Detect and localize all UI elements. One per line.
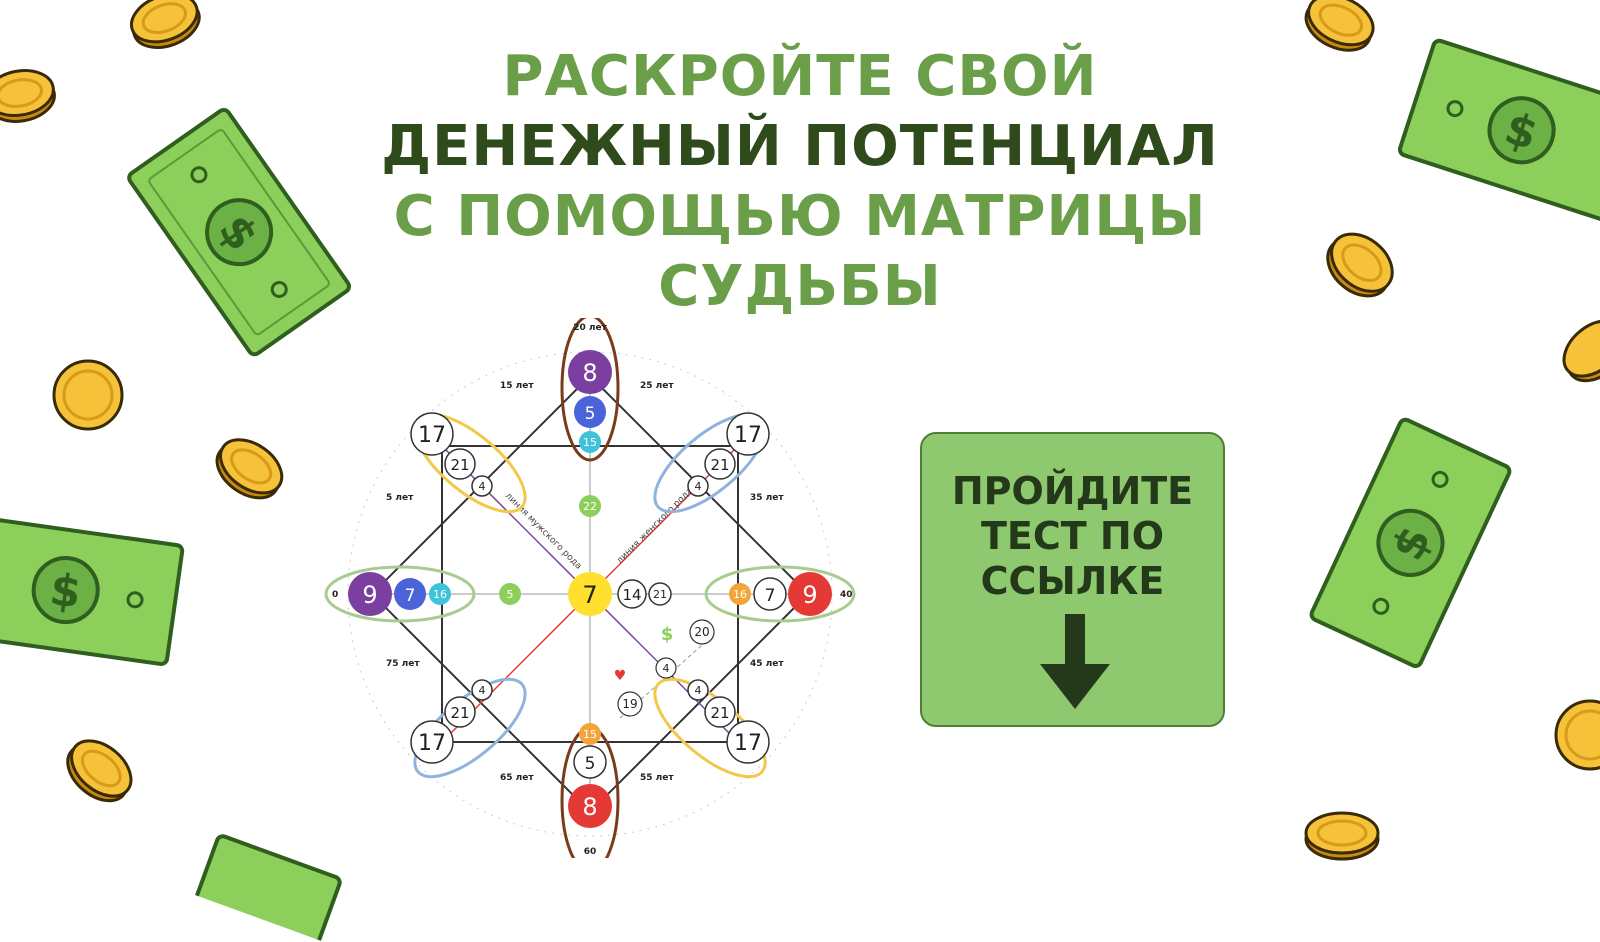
bottom-node-3: 15	[583, 728, 597, 741]
age-label-top: 20 лет	[573, 323, 607, 333]
title-line-2: ДЕНЕЖНЫЙ ПОТЕНЦИАЛ	[381, 114, 1219, 179]
corner-mid-value: 21	[450, 456, 469, 474]
coin-icon	[1326, 232, 1394, 298]
corner-mid-value: 21	[450, 704, 469, 722]
right-node-3: 16	[733, 588, 747, 601]
male-line-label: линия мужского рода	[503, 491, 583, 571]
corner-small-value: 4	[695, 480, 702, 493]
cta-line-1: ПРОЙДИТЕ	[951, 469, 1194, 513]
left-node-3: 16	[433, 588, 447, 601]
coin-icon	[1304, 811, 1380, 861]
corner-small-value: 4	[695, 684, 702, 697]
age-label-75: 75 лет	[386, 659, 420, 669]
corner-top-left: 17 21 4	[410, 412, 493, 497]
age-label-5: 5 лет	[386, 493, 414, 503]
coin-icon	[66, 739, 133, 803]
corner-bottom-left: 17 21 4	[410, 679, 493, 764]
corner-mid-value: 21	[710, 456, 729, 474]
center-node: 7	[582, 581, 597, 609]
age-label-right: 40	[840, 590, 853, 600]
right-node-1: 9	[802, 581, 817, 609]
inner-top-node: 22	[583, 500, 597, 513]
page-title: РАСКРОЙТЕ СВОЙ ДЕНЕЖНЫЙ ПОТЕНЦИАЛ С ПОМО…	[300, 42, 1300, 322]
corner-small-value: 4	[479, 480, 486, 493]
center-right-node-2: 21	[653, 588, 667, 601]
age-label-bottom: 60	[584, 847, 597, 857]
corner-small-value: 4	[479, 684, 486, 697]
cta-line-2: ТЕСТ ПО	[980, 514, 1165, 558]
banknote-icon: $	[1397, 38, 1600, 222]
corner-big-value: 17	[734, 423, 762, 448]
age-label-65: 65 лет	[500, 773, 534, 783]
diag-node-1: 20	[694, 625, 709, 639]
coin-icon	[52, 359, 124, 431]
take-test-button[interactable]: ПРОЙДИТЕ ТЕСТ ПО ССЫЛКЕ	[920, 432, 1225, 727]
coin-icon	[1562, 319, 1600, 383]
age-label-left: 0	[332, 590, 338, 600]
center-right-node-1: 14	[622, 586, 641, 604]
title-line-1: РАСКРОЙТЕ СВОЙ	[502, 44, 1098, 109]
title-line-4: СУДЬБЫ	[658, 254, 942, 319]
coin-icon	[1304, 0, 1375, 52]
top-node-1: 8	[582, 359, 597, 387]
banknote-icon: $	[127, 107, 351, 357]
diag-node-3: 19	[622, 697, 637, 711]
corner-big-value: 17	[734, 731, 762, 756]
bottom-node-1: 8	[582, 793, 597, 821]
arrow-down-icon	[1040, 614, 1110, 709]
title-line-3: С ПОМОЩЬЮ МАТРИЦЫ	[393, 184, 1207, 249]
age-label-15: 15 лет	[500, 381, 534, 391]
corner-mid-value: 21	[710, 704, 729, 722]
age-label-55: 55 лет	[640, 773, 674, 783]
banknote-icon: $	[1309, 417, 1512, 668]
age-label-45: 45 лет	[750, 659, 784, 669]
coin-icon	[129, 0, 201, 49]
cta-text: ПРОЙДИТЕ ТЕСТ ПО ССЫЛКЕ	[922, 469, 1223, 604]
corner-bottom-right: 17 21 4	[687, 679, 770, 764]
age-label-25: 25 лет	[640, 381, 674, 391]
cta-line-3: ССЫЛКЕ	[980, 559, 1165, 603]
corner-top-right: 17 21 4	[687, 412, 770, 497]
heart-icon: ♥	[614, 668, 627, 684]
coin-icon	[1554, 699, 1600, 771]
left-node-1: 9	[362, 581, 377, 609]
corner-big-value: 17	[418, 423, 446, 448]
corner-big-value: 17	[418, 731, 446, 756]
svg-text:$: $	[47, 564, 84, 619]
diag-node-2: 4	[663, 662, 670, 675]
left-node-2: 7	[405, 586, 416, 606]
top-node-3: 15	[583, 436, 597, 449]
destiny-matrix-diagram: линия мужского рода линия женского рода …	[324, 318, 856, 858]
coin-icon	[0, 69, 56, 123]
age-label-35: 35 лет	[750, 493, 784, 503]
banknote-icon: $	[0, 514, 185, 666]
bottom-node-2: 5	[585, 754, 596, 774]
dollar-icon: $	[661, 624, 674, 645]
inner-left-node: 5	[507, 588, 514, 601]
right-node-2: 7	[765, 586, 776, 606]
coin-icon	[215, 438, 284, 500]
top-node-2: 5	[585, 404, 596, 424]
